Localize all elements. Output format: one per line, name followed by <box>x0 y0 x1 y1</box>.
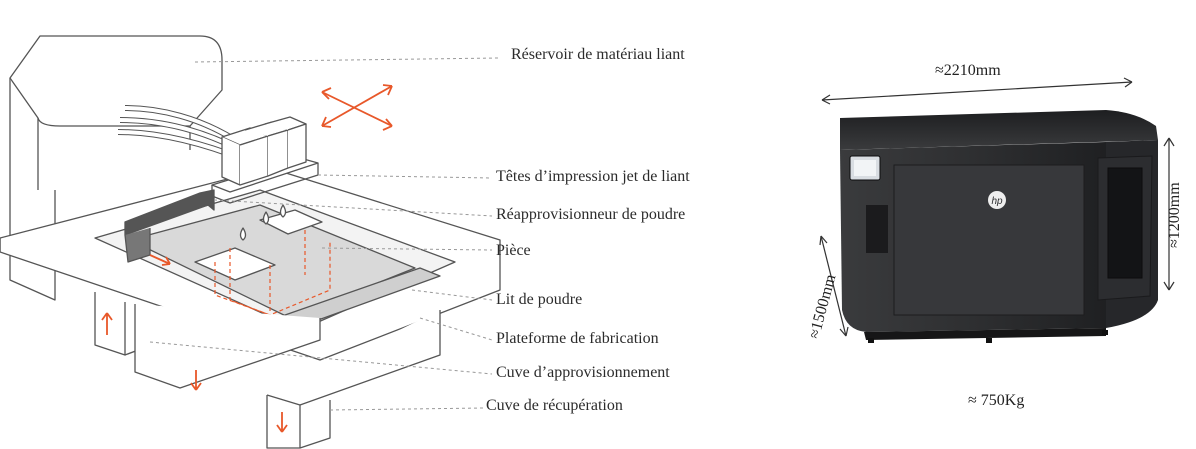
weight-label: ≈ 750Kg <box>968 392 1025 409</box>
depth-arrow <box>820 235 847 337</box>
leader-plateforme <box>419 317 493 341</box>
svg-text:hp: hp <box>991 196 1003 207</box>
label-plateforme: Plateforme de fabrication <box>496 330 659 347</box>
binder-droplets <box>239 204 287 241</box>
label-tetes: Têtes d’impression jet de liant <box>496 168 690 185</box>
leader-reservoir <box>194 57 499 63</box>
hp-logo <box>988 191 1006 209</box>
label-reservoir: Réservoir de matériau liant <box>511 46 685 63</box>
leader-tetes <box>317 174 493 179</box>
width-arrow <box>821 81 1133 101</box>
leader-cuve-recup <box>329 407 485 411</box>
printer-body: hp <box>840 110 1158 343</box>
printer-illustration: hp <box>819 77 1175 343</box>
label-piece: Pièce <box>496 242 531 259</box>
label-lit: Lit de poudre <box>496 291 583 308</box>
leader-piece <box>321 247 493 251</box>
binder-reservoir-shape <box>9 35 223 127</box>
part <box>194 247 276 281</box>
label-cuve-recup: Cuve de récupération <box>486 397 623 414</box>
powder-recoater <box>124 189 215 236</box>
powder-bed <box>129 204 416 319</box>
height-label: ≈1200mm <box>1166 182 1183 248</box>
label-cuve-appro: Cuve d’approvisionnement <box>496 364 670 381</box>
label-reappro: Réapprovisionneur de poudre <box>496 206 686 223</box>
leader-reappro <box>213 199 493 217</box>
width-label: ≈2210mm <box>935 62 1001 79</box>
leader-lit <box>411 289 493 301</box>
binder-jetting-diagram <box>0 35 501 449</box>
